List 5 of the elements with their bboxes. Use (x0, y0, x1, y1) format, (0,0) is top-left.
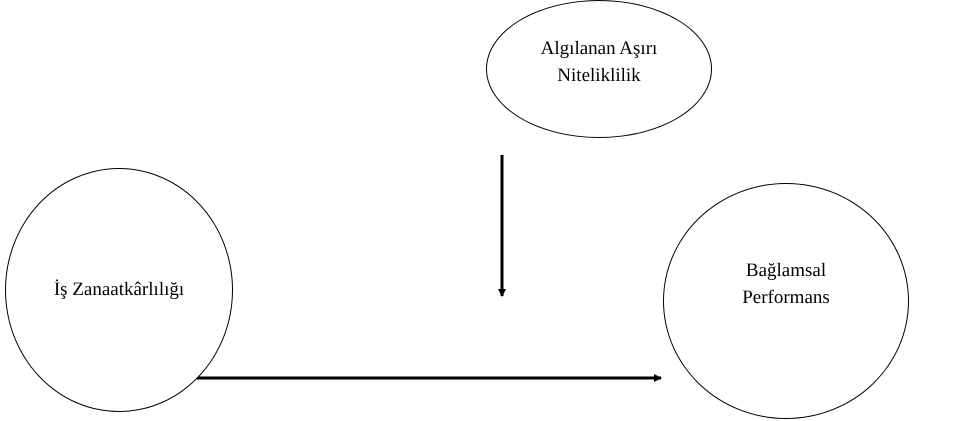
node-label: Bağlamsal Performans (741, 259, 831, 310)
arrow (498, 155, 506, 297)
node-label: İş Zanaatkârlılığı (54, 278, 184, 302)
arrow (197, 374, 662, 382)
node-label: Algılanan Aşırı Niteliklilik (540, 37, 658, 88)
